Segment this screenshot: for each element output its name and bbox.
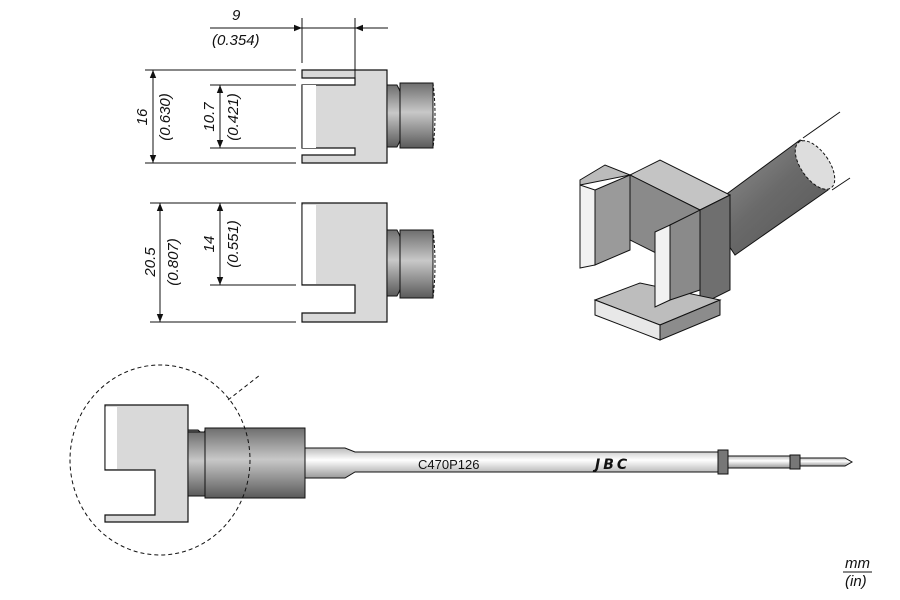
dim-top-outer-mm: 16 [134, 108, 151, 125]
dim-top-outer-in: (0.630) [157, 93, 174, 141]
unit-mm: mm [845, 555, 870, 572]
detail-circle [69, 364, 251, 556]
unit-in: (in) [845, 573, 867, 590]
isometric-view [579, 111, 851, 341]
dim-top-inner-in: (0.421) [225, 93, 242, 141]
side-view: 20.5 (0.807) 14 (0.551) [142, 202, 436, 323]
jbc-logo: JBC [592, 457, 630, 473]
dim-width-mm: 9 [232, 7, 241, 24]
dim-side-inner-mm: 14 [201, 236, 218, 253]
part-number-label: C470P126 [418, 457, 479, 472]
dim-side-inner-in: (0.551) [225, 220, 242, 268]
dim-side-outer-mm: 20.5 [142, 247, 159, 278]
dim-top-inner-mm: 10.7 [201, 102, 218, 132]
dim-side-outer-in: (0.807) [165, 238, 182, 286]
top-view: 9 (0.354) 16 (0.630) 10.7 (0.421) [134, 7, 436, 164]
full-tip-view: C470P126 JBC [69, 364, 854, 556]
dim-width-in: (0.354) [212, 32, 260, 49]
